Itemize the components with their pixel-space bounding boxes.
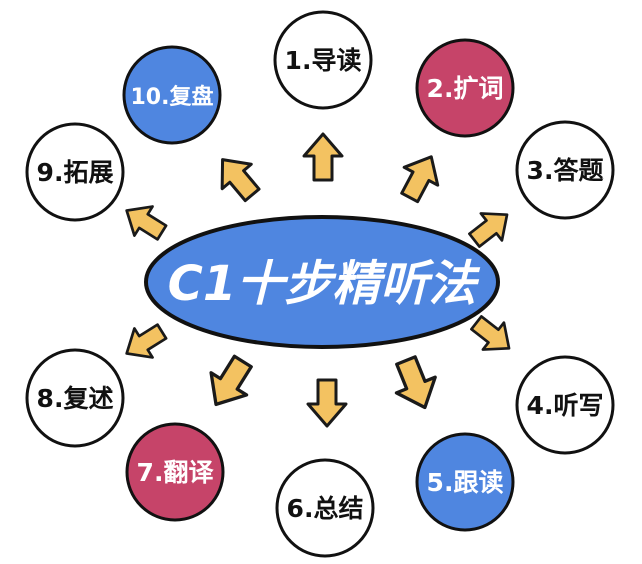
step-node-3: 3.答题 <box>515 120 615 220</box>
arrow-to-step-6 <box>306 378 348 428</box>
center-node: C1十步精听法 <box>144 215 500 349</box>
arrow-to-step-8 <box>125 323 168 359</box>
arrow-to-step-10 <box>220 158 261 203</box>
step-node-1: 1.导读 <box>273 10 373 110</box>
arrow-to-step-2 <box>400 155 440 204</box>
step-node-5: 5.跟读 <box>415 432 515 532</box>
step-circle <box>275 458 375 558</box>
step-circle <box>25 348 125 448</box>
step-node-4: 4.听写 <box>515 355 615 455</box>
step-label: 9.拓展 <box>37 158 114 187</box>
step-circle <box>25 122 125 222</box>
center-ellipse <box>144 215 500 349</box>
step-circle <box>515 355 615 455</box>
center-title: C1十步精听法 <box>168 256 481 312</box>
step-label: 1.导读 <box>285 46 362 75</box>
step-label: 2.扩词 <box>427 74 504 103</box>
step-circle <box>122 45 222 145</box>
arrow-to-step-7 <box>209 354 253 407</box>
step-node-7: 7.翻译 <box>125 422 225 522</box>
step-node-10: 10.复盘 <box>122 45 222 145</box>
step-nodes: 1.导读 2.扩词 3.答题 4.听写 5.跟读 6.总结 7.翻译 8.复述 9.拓展 10.复… <box>25 10 615 558</box>
step-node-8: 8.复述 <box>25 348 125 448</box>
step-label: 8.复述 <box>37 384 114 413</box>
step-circle <box>415 432 515 532</box>
arrow-to-step-3 <box>468 212 509 248</box>
arrow-to-step-5 <box>394 355 437 410</box>
step-label: 4.听写 <box>527 391 604 420</box>
arrow-to-step-1 <box>302 132 344 182</box>
step-label: 10.复盘 <box>131 84 214 110</box>
step-circle <box>415 38 515 138</box>
step-circle <box>273 10 373 110</box>
step-label: 3.答题 <box>527 156 604 185</box>
arrow-to-step-4 <box>470 315 511 351</box>
step-node-9: 9.拓展 <box>25 122 125 222</box>
step-label: 6.总结 <box>287 494 364 523</box>
step-label: 5.跟读 <box>427 468 504 497</box>
arrows-layer <box>125 132 511 428</box>
step-node-6: 6.总结 <box>275 458 375 558</box>
step-circle <box>125 422 225 522</box>
step-node-2: 2.扩词 <box>415 38 515 138</box>
arrow-to-step-9 <box>125 205 168 241</box>
step-circle <box>515 120 615 220</box>
step-label: 7.翻译 <box>137 458 215 487</box>
